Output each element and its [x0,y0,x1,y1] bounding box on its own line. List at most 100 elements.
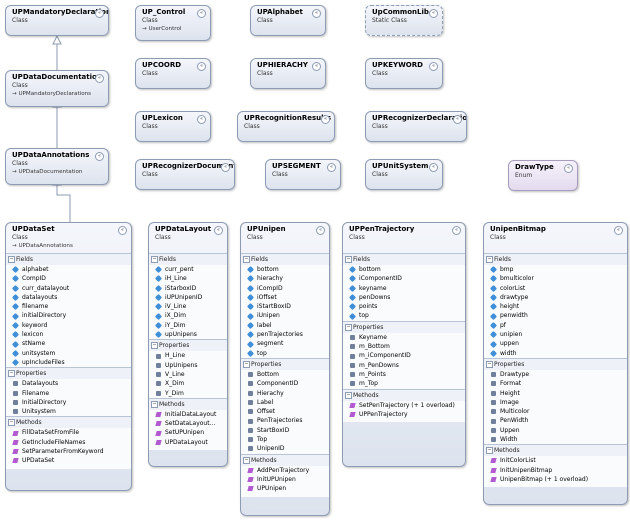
field-member[interactable]: points [343,302,465,312]
method-member[interactable]: FillDataSetFromFile [6,428,131,438]
collapse-minus-icon[interactable]: − [243,456,250,464]
method-member[interactable]: InitColorList [484,456,627,466]
field-member[interactable]: CompID [6,274,131,284]
collapse-minus-icon[interactable]: − [486,447,493,455]
section-header-properties[interactable]: −Properties [149,339,227,352]
field-member[interactable]: bottom [343,265,465,275]
field-member[interactable]: curr_pent [149,265,227,275]
collapse-chevron-icon[interactable]: « [197,9,206,18]
prop-member[interactable]: UnipenID [241,444,329,454]
prop-member[interactable]: Height [484,388,627,398]
collapse-chevron-icon[interactable]: « [452,226,461,235]
collapse-chevron-icon[interactable]: « [429,163,438,172]
section-header-methods[interactable]: −Methods [6,416,131,429]
collapse-minus-icon[interactable]: − [486,360,493,368]
method-member[interactable]: SetDataLayout... [149,419,227,429]
collapse-minus-icon[interactable]: − [345,256,352,263]
prop-member[interactable]: V_Line [149,369,227,380]
collapse-chevron-icon[interactable]: « [312,62,321,71]
field-member[interactable]: segment [241,339,329,349]
collapse-minus-icon[interactable]: − [345,323,352,331]
field-member[interactable]: drawtype [484,292,627,303]
prop-member[interactable]: Filename [6,388,131,398]
prop-member[interactable]: Hierachy [241,388,329,398]
collapse-chevron-icon[interactable]: « [197,115,206,124]
collapse-chevron-icon[interactable]: « [429,62,438,71]
field-member[interactable]: label [241,320,329,331]
field-member[interactable]: iX_Dim [149,311,227,321]
field-member[interactable]: iUPUnipenID [149,292,227,303]
prop-member[interactable]: Label [241,397,329,408]
method-member[interactable]: UPDataSet [6,456,131,466]
field-member[interactable]: iUnipen [241,311,329,321]
prop-member[interactable]: Image [484,397,627,408]
prop-member[interactable]: PenWidth [484,416,627,426]
field-member[interactable]: width [484,348,627,358]
field-member[interactable]: iOffset [241,292,329,303]
prop-member[interactable]: Unitsystem [6,407,131,417]
section-header-properties[interactable]: −Properties [343,320,465,333]
prop-member[interactable]: ComponentID [241,379,329,389]
collapse-minus-icon[interactable]: − [151,400,158,408]
section-header-properties[interactable]: −Properties [484,357,627,370]
prop-member[interactable]: m_iComponentID [343,351,465,361]
field-member[interactable]: iCompID [241,283,329,293]
collapse-minus-icon[interactable]: − [8,370,15,378]
field-member[interactable]: hierachy [241,274,329,284]
field-member[interactable]: colorList [484,283,627,293]
section-header-properties[interactable]: −Properties [241,357,329,370]
method-member[interactable]: UPDataLayout [149,437,227,448]
method-member[interactable]: InitUPUnipen [241,474,329,485]
method-member[interactable]: SetUPUnipen [149,428,227,438]
field-member[interactable]: uppen [484,339,627,349]
field-member[interactable]: top [343,311,465,321]
field-member[interactable]: unipien [484,330,627,340]
field-member[interactable]: alphabet [6,265,131,275]
field-member[interactable]: datalayouts [6,292,131,303]
prop-member[interactable]: Uppen [484,425,627,436]
section-header-fields[interactable]: −Fields [484,253,627,265]
field-member[interactable]: iV_Line [149,302,227,312]
method-member[interactable]: SetParameterFromKeyword [6,447,131,457]
method-member[interactable]: AddPenTrajectory [241,465,329,475]
prop-member[interactable]: Format [484,379,627,389]
field-member[interactable]: keyname [343,283,465,293]
collapse-chevron-icon[interactable]: « [221,163,230,172]
field-member[interactable]: keyword [6,320,131,331]
collapse-minus-icon[interactable]: − [151,342,158,350]
class-box-uprecognizerdocumentation[interactable]: UPRecognizerDocumentationClass« [135,159,235,190]
field-member[interactable]: penTrajectories [241,330,329,340]
field-member[interactable]: height [484,302,627,312]
prop-member[interactable]: m_Points [343,369,465,380]
prop-member[interactable]: UpUnipens [149,360,227,370]
collapse-minus-icon[interactable]: − [486,256,493,263]
prop-member[interactable]: Top [241,435,329,445]
field-member[interactable]: stName [6,339,131,349]
field-member[interactable]: bmp [484,265,627,275]
prop-member[interactable]: Offset [241,407,329,417]
collapse-chevron-icon[interactable]: « [614,226,623,235]
collapse-chevron-icon[interactable]: « [453,115,462,124]
collapse-chevron-icon[interactable]: « [118,226,127,235]
field-member[interactable]: initialDirectory [6,311,131,321]
field-member[interactable]: pf [484,320,627,331]
collapse-minus-icon[interactable]: − [8,419,15,427]
collapse-chevron-icon[interactable]: « [321,115,330,124]
collapse-chevron-icon[interactable]: « [214,226,223,235]
section-header-methods[interactable]: −Methods [241,453,329,466]
prop-member[interactable]: Bottom [241,369,329,380]
prop-member[interactable]: Drawtype [484,369,627,380]
prop-member[interactable]: StartBoxID [241,425,329,436]
